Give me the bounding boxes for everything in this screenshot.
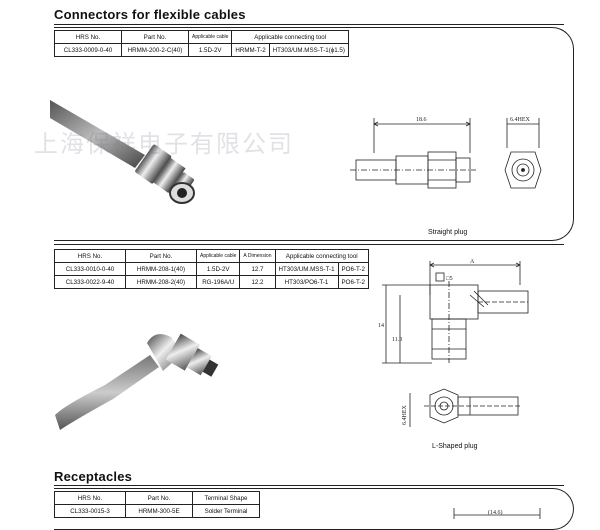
spec-table-lshaped: HRS No. Part No. Applicable cable A Dime… [54,249,369,289]
lshaped-plug-photo [55,333,219,430]
table-row: CL333-0022-9-40 HRMM-208-2(40) RG-196A/U… [54,275,369,289]
col-hrs-no: HRS No. [54,30,122,44]
lshaped-plug-drawing: A □5 14 11.3 6.4HEX [378,259,529,427]
table-header-row: HRS No. Part No. Applicable cable Applic… [54,30,349,44]
straight-plug-photo [50,100,195,204]
col-applicable-cable: Applicable cable [187,30,233,44]
table-row: CL333-0015-3 HRMM-300-5E Solder Terminal [54,504,260,518]
section-title-receptacles: Receptacles [54,469,133,484]
cell-part-no: HRMM-200-2-C(40) [121,43,189,57]
cell-tool-2: PO6-T-2 [337,275,369,289]
col-connecting-tool: Applicable connecting tool [274,249,369,263]
spec-table-receptacles: HRS No. Part No. Terminal Shape CL333-00… [54,491,260,518]
dim-length: 18.6 [416,117,427,123]
cell-hrs-no: CL333-0022-9-40 [54,275,126,289]
table-header-row: HRS No. Part No. Terminal Shape [54,491,260,505]
table-header-row: HRS No. Part No. Applicable cable A Dime… [54,249,369,263]
section-divider [54,485,564,486]
cell-cable: RG-196A/U [195,275,241,289]
col-part-no: Part No. [121,30,189,44]
cell-cable: 1.5D-2V [187,43,233,57]
dim-h1: 14 [378,323,384,329]
col-hrs-no: HRS No. [54,491,126,505]
cell-a-dim: 12.2 [239,275,276,289]
section-divider [54,244,564,245]
section-panel [54,27,574,241]
section-divider [54,24,564,25]
table-row: CL333-0010-0-40 HRMM-208-1(40) 1.5D-2V 1… [54,262,369,276]
cell-a-dim: 12.7 [239,262,276,276]
receptacle-drawing-partial: (14.6) [453,508,541,519]
table-row: CL333-0009-0-40 HRMM-200-2-C(40) 1.5D-2V… [54,43,349,57]
cell-hrs-no: CL333-0010-0-40 [54,262,126,276]
cell-tool-1: HT303/UM.MSS-T-1 [274,262,339,276]
col-connecting-tool: Applicable connecting tool [231,30,349,44]
cell-part-no: HRMM-300-5E [125,504,193,518]
col-applicable-cable: Applicable cable [195,249,241,263]
col-part-no: Part No. [125,491,193,505]
cell-tool-1: HRMM-T-2 [231,43,270,57]
cell-hrs-no: CL333-0015-3 [54,504,126,518]
dim-length: (14.6) [488,509,503,516]
dim-hex: 6.4HEX [510,117,530,123]
col-hrs-no: HRS No. [54,249,126,263]
dim-hex: 6.4HEX [402,405,408,425]
col-part-no: Part No. [125,249,197,263]
col-a-dimension: A Dimension [239,249,276,263]
straight-plug-drawing: 18.6 6.4HEX [350,117,542,189]
spec-table-straight: HRS No. Part No. Applicable cable Applic… [54,30,349,57]
watermark-text: 上海保祥电子有限公司 [34,130,294,158]
caption-straight-plug: Straight plug [428,229,468,236]
cell-hrs-no: CL333-0009-0-40 [54,43,122,57]
cell-cable: 1.5D-2V [195,262,241,276]
cell-part-no: HRMM-208-2(40) [125,275,197,289]
cell-tool-2: PO6-T-2 [337,262,369,276]
section-title-connectors: Connectors for flexible cables [54,7,246,22]
dim-h2: 11.3 [392,337,402,343]
dim-square: □5 [446,276,453,282]
caption-lshaped-plug: L-Shaped plug [432,443,478,450]
cell-tool-2: HT303/UM.MSS-T-1(ϕ1.5) [268,43,349,57]
cell-part-no: HRMM-208-1(40) [125,262,197,276]
cell-tool-1: HT303/PO6-T-1 [274,275,339,289]
col-terminal-shape: Terminal Shape [192,491,260,505]
cell-terminal-shape: Solder Terminal [192,504,260,518]
dim-a: A [470,259,475,265]
